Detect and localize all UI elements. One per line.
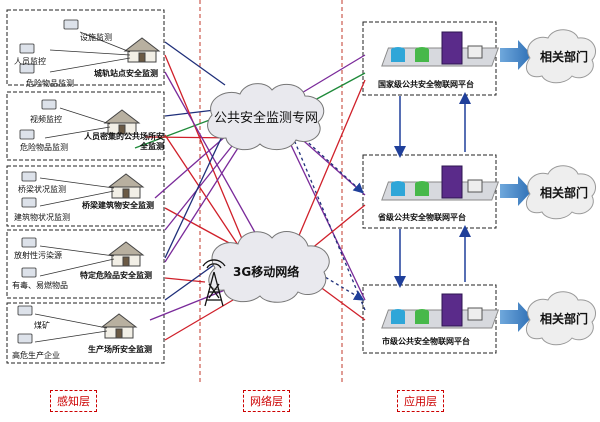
sensor-label: 有毒、易燃物品	[12, 281, 68, 290]
sensor-label: 煤矿	[34, 321, 50, 330]
department-label: 相关部门	[540, 50, 589, 64]
layer-label-network: 网络层	[243, 390, 290, 412]
platform-label-municipal: 市级公共安全物联网平台	[382, 337, 470, 346]
department-label: 相关部门	[540, 186, 589, 200]
public-network-label: 公共安全监测专网	[214, 111, 319, 126]
department-arrows	[500, 40, 532, 332]
sensor-label: 危险物品监测	[26, 79, 74, 88]
site-label: 城轨站点安全监测	[94, 69, 158, 78]
sensor-label: 建筑物状况监测	[14, 213, 70, 222]
sensor-label: 视频监控	[30, 115, 62, 124]
sensor-label: 桥梁状况监测	[18, 185, 66, 194]
sensor-device-icons	[17, 19, 79, 344]
sensor-links	[34, 31, 131, 343]
sensor-label: 放射性污染源	[14, 251, 62, 260]
3g-network-label: 3G移动网络	[233, 265, 300, 279]
sensor-label: 人员监控	[14, 57, 46, 66]
cloud-public-network	[207, 83, 325, 151]
layer-label-perception: 感知层	[50, 390, 97, 412]
sensor-group-boxes	[6, 9, 165, 364]
site-label: 人员密集的公共场所安全监测	[84, 132, 164, 151]
platform-label-national: 国家级公共安全物联网平台	[378, 80, 474, 89]
server-icons	[381, 31, 500, 329]
radio-tower-icon	[202, 259, 226, 307]
layer-dividers	[199, 0, 343, 385]
sensor-label: 危险物品监测	[20, 143, 68, 152]
site-label: 特定危险品安全监测	[80, 271, 152, 280]
platform-label-provincial: 省级公共安全物联网平台	[378, 213, 466, 222]
site-label: 桥梁建筑物安全监测	[82, 201, 154, 210]
house-icons	[100, 37, 161, 339]
department-clouds	[526, 29, 596, 346]
sensor-label: 设施监测	[80, 33, 112, 42]
layer-label-application: 应用层	[397, 390, 444, 412]
site-label: 生产场所安全监测	[88, 345, 152, 354]
sensor-label: 高危生产企业	[12, 351, 60, 360]
cloud-3g-network	[208, 231, 330, 303]
platform-links	[394, 92, 471, 288]
department-label: 相关部门	[540, 312, 589, 326]
